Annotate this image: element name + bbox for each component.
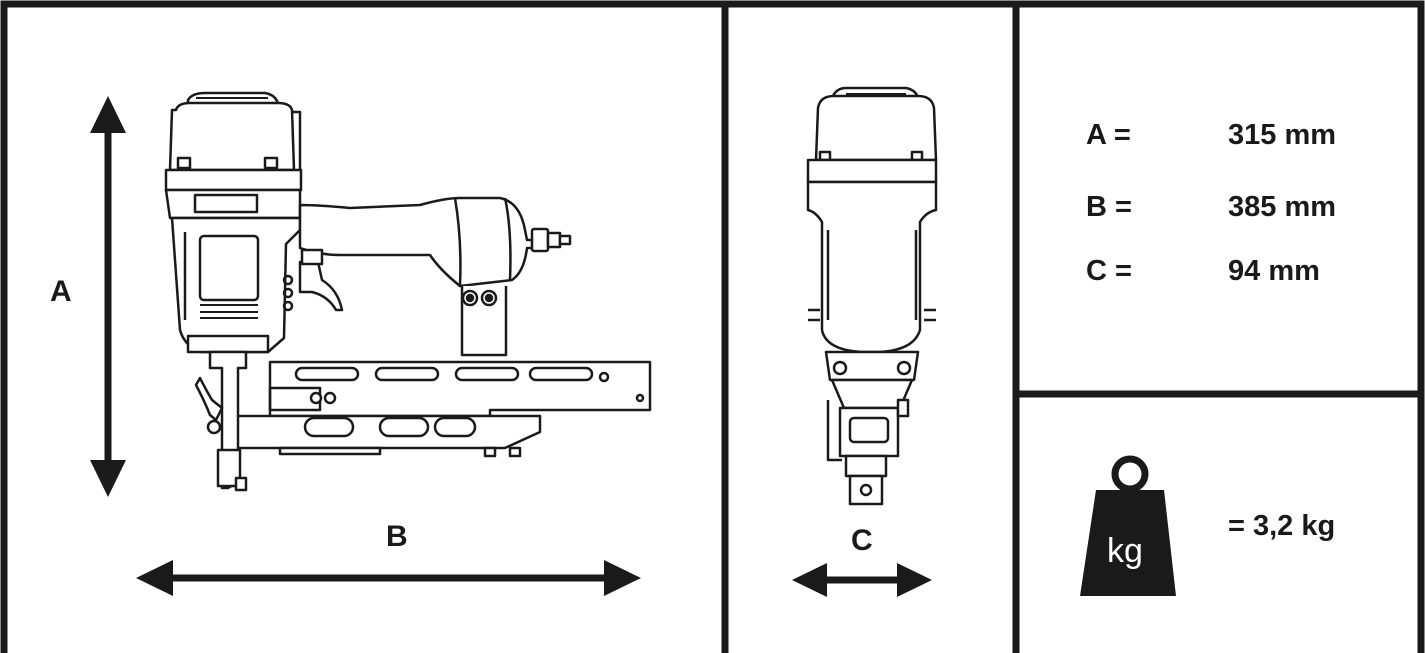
weight-value: = 3,2 kg [1228,510,1336,542]
dimension-label-c: C [851,524,873,557]
spec-value-b: 385 mm [1228,191,1337,223]
stapler-front-view [806,86,938,506]
dimension-arrow-c [792,563,932,597]
spec-value-c: 94 mm [1228,255,1320,287]
weight-kg-icon [1080,455,1176,596]
spec-key-b: B = [1086,191,1132,223]
spec-value-a: 315 mm [1228,119,1337,151]
dimension-arrow-a [90,96,126,497]
spec-key-a: A = [1086,119,1131,151]
stapler-side-view [164,91,652,492]
dimension-label-b: B [386,520,408,553]
weight-icon-label: kg [1107,532,1143,570]
dimension-arrow-b [136,560,641,596]
spec-key-c: C = [1086,255,1132,287]
dimension-label-a: A [50,275,72,308]
